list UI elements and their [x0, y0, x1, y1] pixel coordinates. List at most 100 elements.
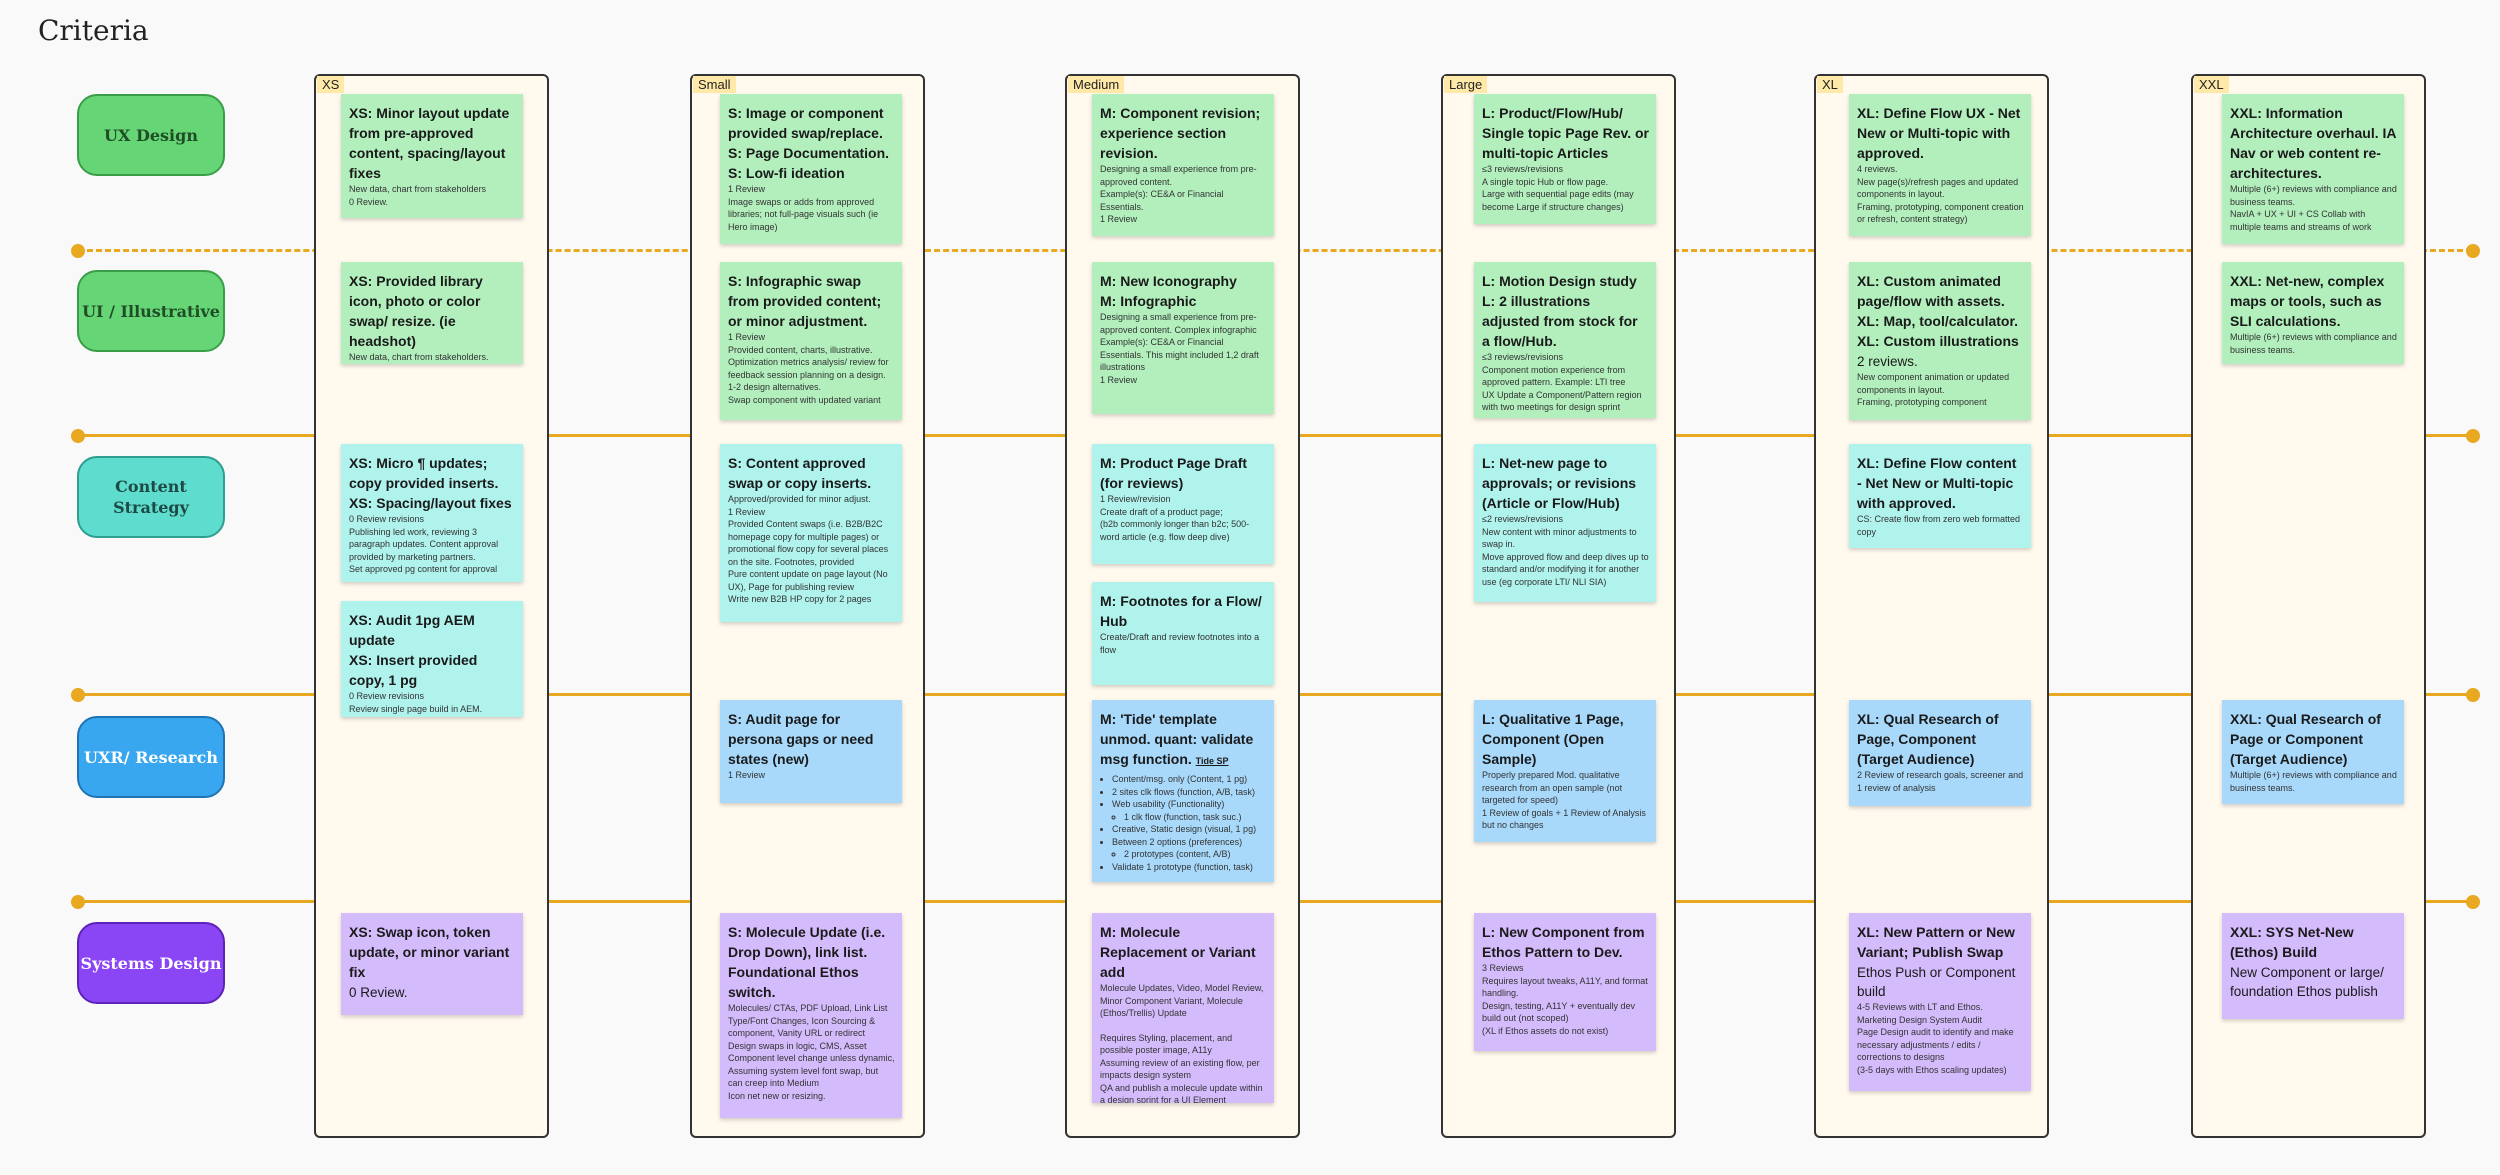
note-small-ui[interactable]: S: Infographic swap from provided conten… — [720, 262, 902, 420]
note-title: M: Molecule Replacement or Variant add — [1100, 924, 1256, 980]
note-title: XS: Micro ¶ updates; copy provided inser… — [349, 455, 512, 511]
note-body-line: 1 Review/revision — [1100, 494, 1171, 504]
note-large-uxr[interactable]: L: Qualitative 1 Page, Component (Open S… — [1474, 700, 1656, 842]
note-body-line: Assuming review of an existing flow, per… — [1100, 1057, 1260, 1081]
note-small-content[interactable]: S: Content approved swap or copy inserts… — [720, 444, 902, 622]
note-body-line: Designing a small experience from pre-ap… — [1100, 312, 1257, 335]
note-title: S: Image or component provided swap/repl… — [728, 105, 890, 181]
note-subtitle: 2 reviews. — [1857, 354, 1918, 369]
note-title: S: Molecule Update (i.e. Drop Down), lin… — [728, 924, 886, 1000]
note-body-line: 1 Review — [728, 184, 766, 194]
note-title: L: Net-new page to approvals; or revisio… — [1482, 455, 1637, 511]
note-title: XL: Custom animated page/flow with asset… — [1857, 273, 2019, 349]
note-body-line: Create draft of a product page; — [1100, 506, 1223, 517]
note-title: XS: Swap icon, token update, or minor va… — [349, 924, 510, 980]
category-ux-design: UX Design — [77, 94, 225, 176]
note-body-line: (b2b commonly longer than b2c; 500-word … — [1100, 519, 1250, 542]
note-bullet: Between 2 options (preferences)2 prototy… — [1112, 836, 1267, 861]
note-body-line: Example(s): CE&A or Financial Essentials… — [1100, 337, 1259, 372]
note-body-line: CS: Create flow from zero web formatted … — [1857, 514, 2021, 537]
note-body-line: Requires Styling, placement, and possibl… — [1100, 1032, 1233, 1056]
note-medium-uxr[interactable]: M: 'Tide' template unmod. quant: validat… — [1092, 700, 1274, 882]
lane-dot — [2466, 244, 2480, 258]
category-systems-design: Systems Design — [77, 922, 225, 1004]
note-body-line: Molecule Updates, Video, Model Review, M… — [1100, 983, 1264, 1018]
note-body-line: 0 Review. — [349, 196, 389, 207]
column-label-xxl: XXL — [2194, 76, 2229, 93]
note-medium-content-1[interactable]: M: Product Page Draft (for reviews) 1 Rev… — [1092, 444, 1274, 564]
note-body-line: New page(s)/refresh pages and updated co… — [1857, 176, 2019, 200]
note-xl-ui[interactable]: XL: Custom animated page/flow with asset… — [1849, 262, 2031, 420]
note-title: M: Product Page Draft (for reviews) — [1100, 455, 1248, 491]
note-body-line: ≤2 reviews/revisions — [1482, 514, 1563, 524]
note-medium-ux[interactable]: M: Component revision; experience sectio… — [1092, 94, 1274, 236]
note-body-line: Write new B2B/B2C copy for single HP. — [349, 715, 516, 717]
note-xl-ux[interactable]: XL: Define Flow UX - Net New or Multi-to… — [1849, 94, 2031, 236]
note-title: XXL: SYS Net-New (Ethos) Build — [2230, 924, 2354, 960]
category-uxr-research: UXR/ Research — [77, 716, 225, 798]
note-large-ux[interactable]: L: Product/Flow/Hub/ Single topic Page R… — [1474, 94, 1656, 224]
note-body-line: 0 Review revisions — [349, 514, 425, 524]
note-small-systems[interactable]: S: Molecule Update (i.e. Drop Down), lin… — [720, 913, 902, 1118]
note-body-line: Approved/provided for minor adjust. — [728, 494, 871, 504]
note-xs-ux[interactable]: XS: Minor layout update from pre-approve… — [341, 94, 523, 218]
category-label: UXR/ Research — [84, 747, 218, 767]
tide-link[interactable]: Tide SP — [1195, 756, 1229, 766]
note-body-line: Requires layout tweaks, A11Y, and format… — [1482, 975, 1648, 999]
note-xl-uxr[interactable]: XL: Qual Research of Page, Component (Ta… — [1849, 700, 2031, 806]
note-body-line: New data, chart from stakeholders — [349, 184, 487, 194]
note-body-line: Publishing led work, reviewing 3 paragra… — [349, 526, 499, 562]
note-bullet: Web usability (Functionality)1 clk flow … — [1112, 798, 1267, 823]
lane-dot — [71, 244, 85, 258]
note-large-content[interactable]: L: Net-new page to approvals; or revisio… — [1474, 444, 1656, 602]
column-label-medium: Medium — [1068, 76, 1125, 93]
note-title: S: Audit page for persona gaps or need s… — [728, 711, 874, 767]
note-body-line: Designing a small experience from pre-ap… — [1100, 164, 1257, 187]
note-xxl-ux[interactable]: XXL: Information Architecture overhaul. … — [2222, 94, 2404, 244]
note-body-line — [1100, 1020, 1267, 1032]
note-subtitle: New Component or large/ foundation Ethos… — [2230, 965, 2384, 999]
note-title: S: Infographic swap from provided conten… — [728, 273, 882, 329]
note-body-line: UX Update a Component/Pattern region wit… — [1482, 389, 1642, 413]
note-sub-bullet: 2 prototypes (content, A/B) — [1124, 848, 1267, 861]
note-body-line: 4 reviews. — [1857, 164, 1898, 174]
category-label: UX Design — [104, 125, 198, 145]
note-xs-ui[interactable]: XS: Provided library icon, photo or colo… — [341, 262, 523, 364]
note-xs-content-1[interactable]: XS: Micro ¶ updates; copy provided inser… — [341, 444, 523, 582]
note-bullet: Content/msg. only (Content, 1 pg) — [1112, 773, 1267, 786]
note-body-line: Properly prepared Mod. qualitative resea… — [1482, 770, 1623, 805]
note-large-systems[interactable]: L: New Component from Ethos Pattern to D… — [1474, 913, 1656, 1051]
note-body-line: 0 Review. — [349, 364, 516, 365]
note-bullet: 2 sites clk flows (function, A/B, task) — [1112, 786, 1267, 799]
note-xl-content[interactable]: XL: Define Flow content - Net New or Mul… — [1849, 444, 2031, 548]
note-body-line: 3 Reviews — [1482, 963, 1524, 973]
note-body-line: Swap component with updated variant — [728, 394, 881, 405]
note-body-line: 1 Review — [1100, 214, 1138, 224]
note-title: XL: New Pattern or New Variant; Publish … — [1857, 924, 2015, 960]
note-bullet: Creative, Static design (visual, 1 pg) — [1112, 823, 1267, 836]
note-xs-systems[interactable]: XS: Swap icon, token update, or minor va… — [341, 913, 523, 1015]
note-body-line: Design swaps in logic, CMS, Asset Compon… — [728, 1040, 895, 1089]
note-title: S: Content approved swap or copy inserts… — [728, 455, 872, 491]
note-body-line: Molecules/ CTAs, PDF Upload, Link List T… — [728, 1003, 888, 1038]
note-title: M: Footnotes for a Flow/ Hub — [1100, 593, 1262, 629]
category-label: Systems Design — [80, 953, 222, 973]
note-xxl-ui[interactable]: XXL: Net-new, complex maps or tools, suc… — [2222, 262, 2404, 364]
note-xxl-uxr[interactable]: XXL: Qual Research of Page or Component … — [2222, 700, 2404, 804]
note-body-line: Multiple (6+) reviews with compliance an… — [2230, 770, 2397, 793]
note-body-line: 1 Review of goals + 1 Review of Analysis… — [1482, 807, 1646, 831]
note-small-ux[interactable]: S: Image or component provided swap/repl… — [720, 94, 902, 244]
note-small-uxr[interactable]: S: Audit page for persona gaps or need s… — [720, 700, 902, 803]
note-body-line: Image swaps or adds from approved librar… — [728, 196, 879, 232]
column-label-xl: XL — [1817, 76, 1843, 93]
note-subtitle: 0 Review. — [349, 985, 408, 1000]
note-xl-systems[interactable]: XL: New Pattern or New Variant; Publish … — [1849, 913, 2031, 1091]
